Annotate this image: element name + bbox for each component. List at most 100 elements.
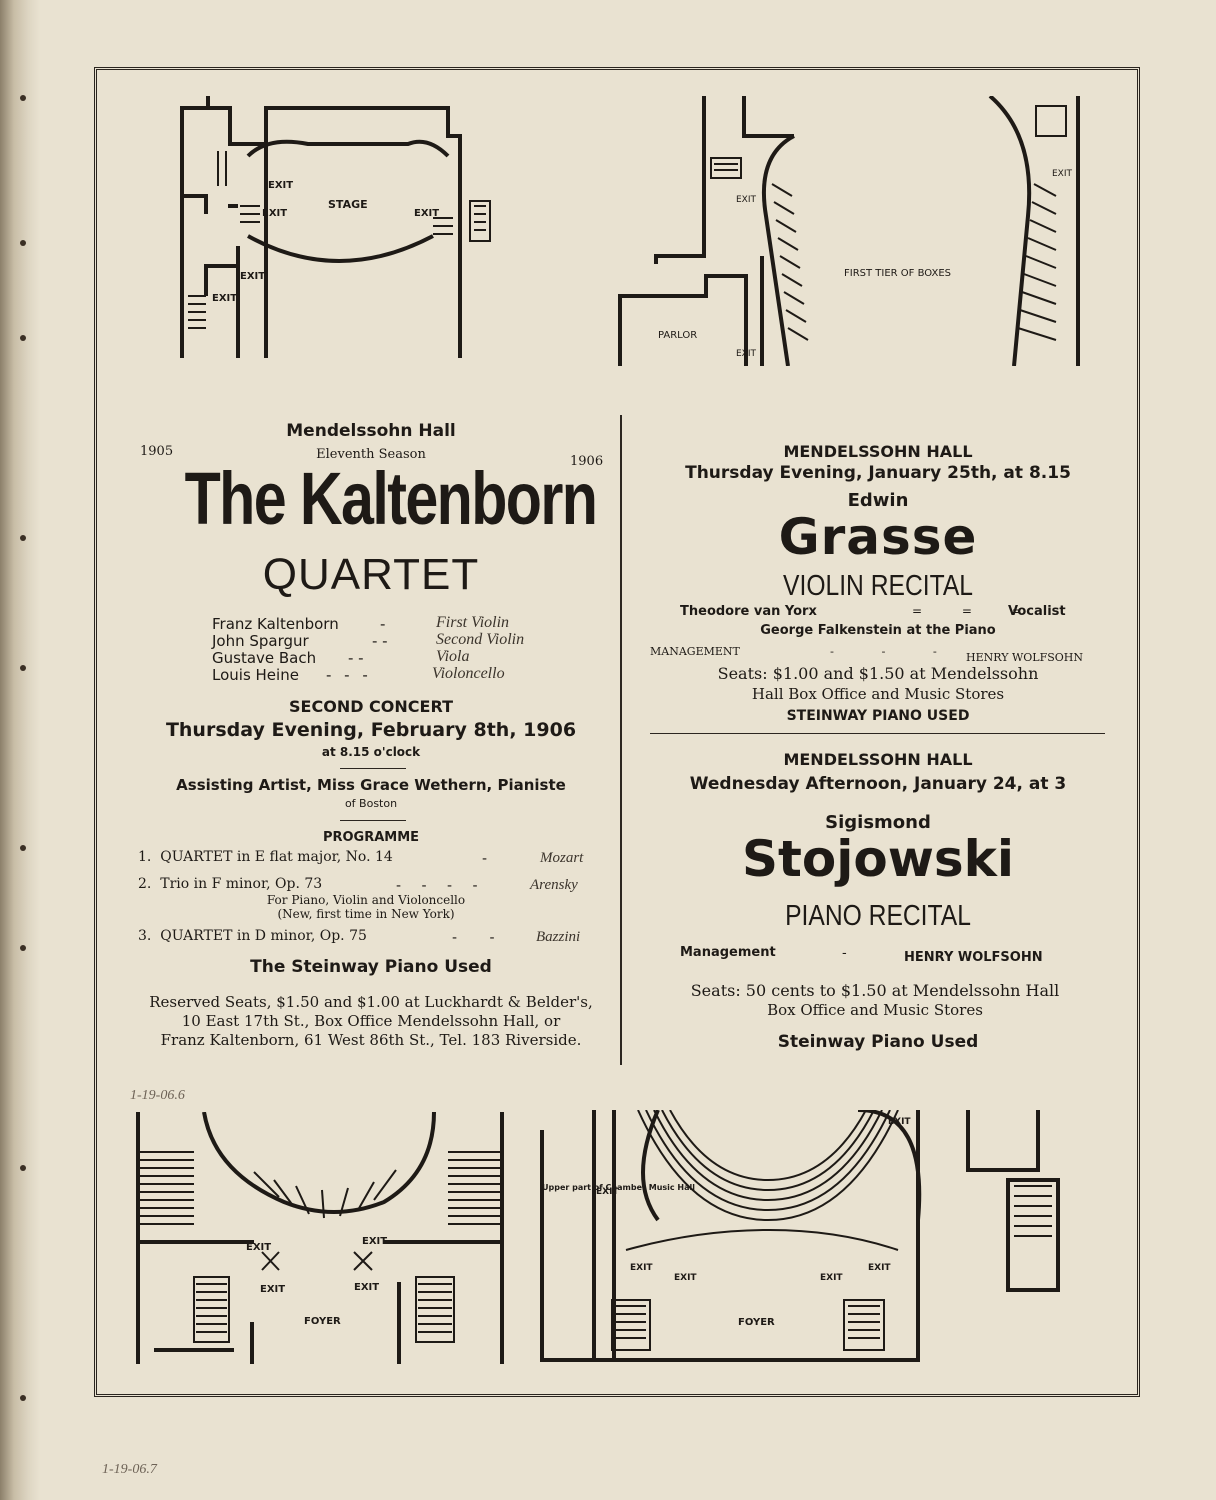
left-ad-time: at 8.15 o'clock bbox=[321, 745, 421, 759]
exit-label: EXIT bbox=[888, 1117, 911, 1127]
archive-annotation: 1-19-06.6 bbox=[130, 1088, 185, 1103]
exit-label: EXIT bbox=[240, 271, 265, 282]
stojowski-management-dash: - bbox=[842, 946, 847, 961]
exit-label: EXIT bbox=[736, 349, 757, 359]
member-dash: - bbox=[380, 615, 386, 633]
page-border bbox=[94, 67, 1140, 1397]
exit-label: EXIT bbox=[354, 1282, 379, 1293]
divider-line bbox=[340, 820, 406, 821]
exit-label: EXIT bbox=[674, 1273, 697, 1283]
floorplan-stage-drawing: STAGE EXIT EXIT EXIT EXIT EXIT bbox=[180, 96, 491, 358]
exit-label: EXIT bbox=[596, 1187, 619, 1197]
programme-note: For Piano, Violin and Violoncello bbox=[266, 893, 466, 907]
binding-hole bbox=[20, 945, 26, 951]
member-role: Violoncello bbox=[432, 665, 505, 682]
programme-dash: - bbox=[482, 851, 488, 867]
programme-composer: Mozart bbox=[540, 850, 584, 866]
grasse-vocalist-dash: = = = bbox=[912, 604, 1040, 618]
programme-dash: - - bbox=[452, 930, 509, 946]
stojowski-last-name: Stojowski bbox=[741, 830, 1015, 888]
member-row: Franz Kaltenborn bbox=[212, 615, 339, 633]
programme-dash: - - - - bbox=[396, 878, 486, 894]
divider-line bbox=[340, 768, 406, 769]
upper-part-label: Upper part of Chamber Music Hall bbox=[542, 1183, 695, 1192]
stojowski-seats-line: Box Office and Music Stores bbox=[767, 1001, 983, 1019]
grasse-seats-text: Seats: $1.00 and $1.50 at Mendelssohn bbox=[717, 664, 1039, 683]
binding-hole bbox=[20, 335, 26, 341]
grasse-management-name: HENRY WOLFSOHN bbox=[966, 651, 1083, 664]
programme-num: 1. bbox=[138, 849, 152, 865]
binding-hole bbox=[20, 535, 26, 541]
exit-label: EXIT bbox=[820, 1273, 843, 1283]
stojowski-seats-line: Seats: 50 cents to $1.50 at Mendelssohn … bbox=[690, 981, 1060, 1000]
member-dash: - - bbox=[372, 632, 388, 650]
exit-label: EXIT bbox=[736, 195, 757, 205]
floorplan-box-tier: FIRST TIER OF BOXES PARLOR EXIT EXIT EXI… bbox=[616, 96, 1084, 366]
floorplan-foyer-right: Upper part of Chamber Music Hall EXIT EX… bbox=[538, 1110, 1114, 1364]
left-ad-seats-line: 10 East 17th St., Box Office Mendelssohn… bbox=[181, 1012, 561, 1030]
left-ad-seats-line: Franz Kaltenborn, 61 West 86th St., Tel.… bbox=[160, 1031, 582, 1049]
left-ad-year-start: 1905 bbox=[140, 444, 174, 459]
left-ad-venue: Mendelssohn Hall bbox=[286, 421, 456, 441]
member-row: Gustave Bach bbox=[212, 649, 316, 667]
left-ad-assisting-from: of Boston bbox=[344, 797, 398, 810]
programme-item: 1. QUARTET in E flat major, No. 14 bbox=[138, 849, 393, 865]
left-ad-concert: SECOND CONCERT bbox=[289, 697, 453, 716]
grasse-venue: MENDELSSOHN HALL bbox=[783, 442, 973, 461]
exit-label: EXIT bbox=[260, 1284, 285, 1295]
grasse-last-name: Grasse bbox=[778, 508, 978, 566]
stojowski-management-label: Management bbox=[680, 945, 776, 960]
stage-label: STAGE bbox=[328, 198, 368, 211]
floorplan-foyer-left-drawing: EXIT EXIT EXIT EXIT FOYER bbox=[136, 1112, 504, 1364]
binding-hole bbox=[20, 1165, 26, 1171]
stojowski-management-name: HENRY WOLFSOHN bbox=[904, 950, 1043, 965]
programme-composer: Arensky bbox=[530, 877, 578, 893]
stojowski-date: Wednesday Afternoon, January 24, at 3 bbox=[689, 774, 1067, 794]
exit-label: EXIT bbox=[262, 208, 287, 219]
member-name: Franz Kaltenborn bbox=[212, 615, 339, 633]
exit-label: EXIT bbox=[246, 1242, 271, 1253]
archive-annotation: 1-19-06.7 bbox=[102, 1462, 157, 1477]
foyer-label: FOYER bbox=[738, 1317, 775, 1328]
exit-label: EXIT bbox=[362, 1236, 387, 1247]
grasse-piano: STEINWAY PIANO USED bbox=[786, 708, 970, 724]
left-ad-seats-line: Reserved Seats, $1.50 and $1.00 at Luckh… bbox=[149, 993, 593, 1011]
left-ad-piano: The Steinway Piano Used bbox=[250, 957, 492, 977]
grasse-vocalist-name: Theodore van Yorx bbox=[680, 604, 817, 619]
grasse-vocalist-role: Vocalist bbox=[1008, 604, 1066, 619]
floorplan-box-tier-drawing: FIRST TIER OF BOXES PARLOR EXIT EXIT EXI… bbox=[618, 96, 1080, 366]
member-role: Second Violin bbox=[436, 631, 525, 648]
column-divider bbox=[620, 415, 622, 1065]
left-ad-subtitle: QUARTET bbox=[262, 550, 480, 599]
binding-hole bbox=[20, 95, 26, 101]
member-name: John Spargur bbox=[212, 632, 309, 650]
floorplan-foyer-left: EXIT EXIT EXIT EXIT FOYER bbox=[134, 1112, 506, 1364]
exit-label: EXIT bbox=[630, 1263, 653, 1273]
binding-hole bbox=[20, 665, 26, 671]
exit-label: EXIT bbox=[1052, 169, 1073, 179]
stojowski-recital: PIANO RECITAL bbox=[785, 900, 971, 932]
member-role: First Violin bbox=[436, 614, 510, 631]
stojowski-venue: MENDELSSOHN HALL bbox=[783, 750, 973, 769]
programme-note: (New, first time in New York) bbox=[277, 907, 455, 921]
member-name: Louis Heine bbox=[212, 666, 299, 684]
binding-hole bbox=[20, 845, 26, 851]
programme-item: 3. QUARTET in D minor, Op. 75 bbox=[138, 928, 367, 944]
grasse-management-label: MANAGEMENT bbox=[650, 645, 740, 658]
member-dash: - - - bbox=[326, 666, 372, 684]
programme-num: 2. bbox=[138, 876, 152, 892]
ad-separator bbox=[650, 733, 1105, 734]
member-row: John Spargur bbox=[212, 632, 309, 650]
programme-num: 3. bbox=[138, 928, 152, 944]
member-name: Gustave Bach bbox=[212, 649, 317, 667]
grasse-pianist: George Falkenstein at the Piano bbox=[760, 623, 996, 638]
left-ad-assisting: Assisting Artist, Miss Grace Wethern, Pi… bbox=[176, 776, 566, 794]
left-ad-year-end: 1906 bbox=[570, 454, 604, 469]
grasse-date: Thursday Evening, January 25th, at 8.15 bbox=[685, 463, 1071, 483]
member-row: Louis Heine bbox=[212, 666, 299, 684]
floorplan-foyer-right-drawing: Upper part of Chamber Music Hall EXIT EX… bbox=[540, 1110, 1060, 1362]
left-ad-season: Eleventh Season bbox=[316, 447, 426, 462]
programme-work: QUARTET in E flat major, No. 14 bbox=[160, 849, 393, 865]
binding-hole bbox=[20, 240, 26, 246]
grasse-recital: VIOLIN RECITAL bbox=[783, 570, 973, 602]
